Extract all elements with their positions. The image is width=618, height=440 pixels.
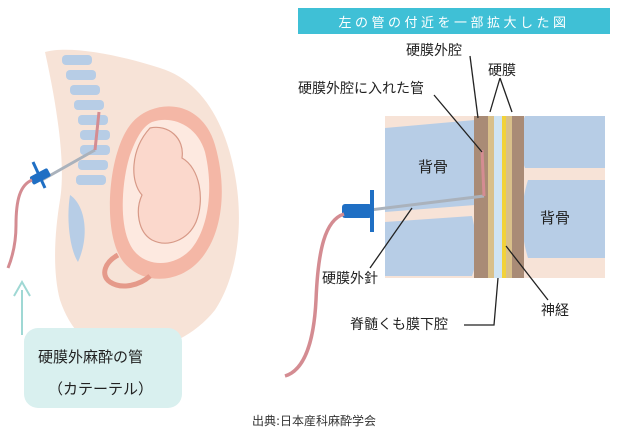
magnified-section — [284, 55, 605, 378]
left-catheter-tip — [93, 111, 101, 151]
label-vertebra-right: 背骨 — [540, 209, 571, 227]
vertebra-left-lower — [385, 216, 477, 276]
label-vertebra-left: 背骨 — [418, 158, 449, 176]
leader-tube — [433, 94, 483, 153]
vertebra-right-upper — [519, 116, 605, 168]
leader-dura-left — [489, 77, 501, 113]
fetus — [133, 126, 201, 244]
callout-arrowhead — [13, 279, 31, 297]
epidural-tissue-right — [512, 116, 524, 278]
callout-subtitle: （カテーテル） — [48, 380, 154, 398]
label-epidural-space: 硬膜外腔 — [406, 43, 462, 59]
nerve-strand — [502, 116, 506, 278]
label-tube-in-space: 硬膜外腔に入れた管 — [298, 81, 424, 97]
cervix — [102, 252, 152, 289]
magnified-view-banner: 左の管の付近を一部拡大した図 — [298, 8, 610, 34]
label-subarachnoid-space: 脊髄くも膜下腔 — [350, 317, 448, 333]
left-catheter — [6, 178, 33, 269]
leader-epidural-space — [469, 55, 479, 119]
dura-layer — [488, 116, 494, 278]
spine-column — [62, 55, 110, 262]
source-credit: 出典:日本産科麻酔学会 — [252, 414, 377, 428]
right-catheter — [284, 212, 345, 378]
left-needle-hub — [29, 161, 51, 189]
right-needle-hub — [342, 190, 374, 232]
label-dura: 硬膜 — [488, 63, 516, 79]
leader-needle — [369, 207, 413, 269]
maternal-side-view — [6, 49, 239, 351]
catheter-callout: 硬膜外麻酔の管 （カテーテル） — [24, 328, 182, 408]
right-catheter-in-space — [480, 149, 486, 197]
vertebra-right-shape — [522, 180, 605, 258]
leader-nerve — [505, 245, 549, 301]
leader-dura-right — [499, 77, 513, 113]
label-epidural-needle: 硬膜外針 — [322, 271, 378, 287]
leader-subarachnoid — [464, 277, 499, 326]
right-needle-shaft — [369, 194, 485, 212]
callout-title: 硬膜外麻酔の管 — [38, 348, 144, 366]
vertebra-left-shape — [385, 120, 481, 212]
label-nerve: 神経 — [541, 303, 569, 319]
csf-space — [494, 116, 502, 278]
left-needle-shaft — [41, 148, 96, 182]
dura-layer-right — [506, 116, 512, 278]
